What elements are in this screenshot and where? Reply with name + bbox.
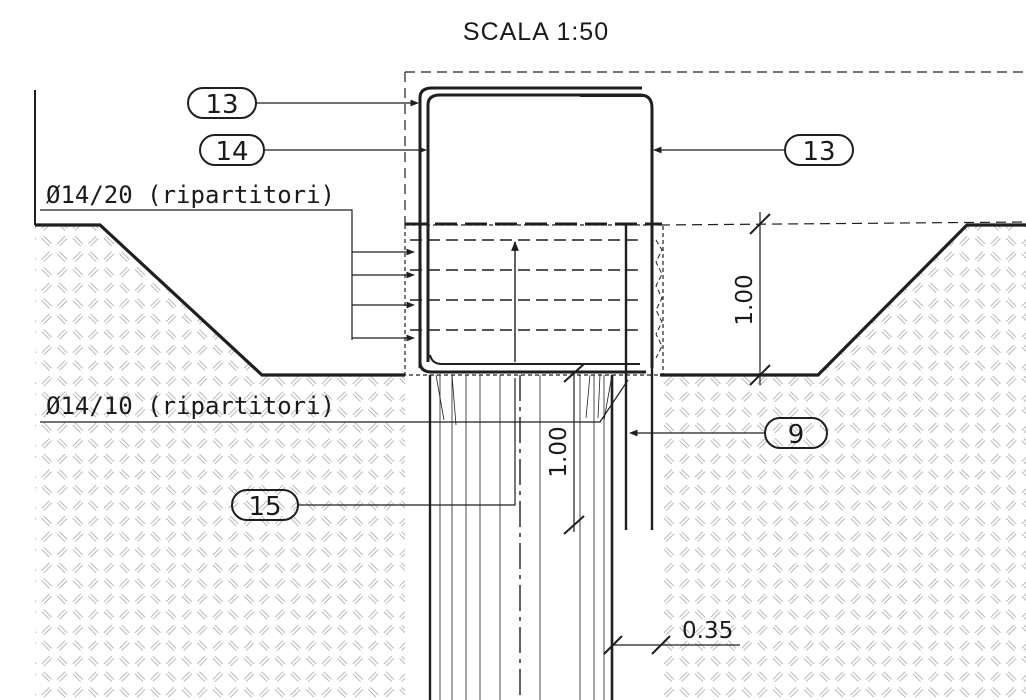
upper-distribution-label: Ø14/20 (ripartitori) — [46, 181, 335, 209]
wall-outline-dashed — [404, 71, 1026, 226]
pile-shaft — [428, 374, 614, 700]
lower-distribution-label: Ø14/10 (ripartitori) — [46, 392, 335, 420]
callout-14: 14 — [199, 134, 427, 167]
callout-13-right-number: 13 — [802, 137, 835, 167]
callout-15-number: 15 — [248, 492, 281, 522]
dimension-bar-anchorage-value: 1.00 — [546, 426, 572, 477]
dimension-offset: 0.35 — [603, 618, 740, 655]
excavation-profile — [34, 90, 1026, 377]
callout-14-number: 14 — [215, 137, 248, 167]
callout-9-number: 9 — [788, 420, 805, 450]
soil-hatching — [35, 225, 1026, 700]
lower-distribution-leader — [40, 379, 629, 423]
drawing-scale-title: SCALA 1:50 — [463, 18, 609, 46]
upper-distribution-leaders — [40, 209, 415, 342]
callout-13-right: 13 — [653, 134, 854, 167]
dimension-cap-embedment: 1.00 — [732, 212, 771, 386]
callout-13-top-number: 13 — [205, 90, 238, 120]
callout-13-top: 13 — [187, 87, 419, 120]
dimension-cap-embedment-value: 1.00 — [732, 274, 758, 325]
dimension-bar-anchorage: 1.00 — [546, 363, 585, 535]
callout-9: 9 — [629, 417, 828, 450]
callout-15: 15 — [231, 378, 516, 522]
pile-cap-cage — [404, 86, 664, 530]
dimension-offset-value: 0.35 — [682, 618, 733, 644]
